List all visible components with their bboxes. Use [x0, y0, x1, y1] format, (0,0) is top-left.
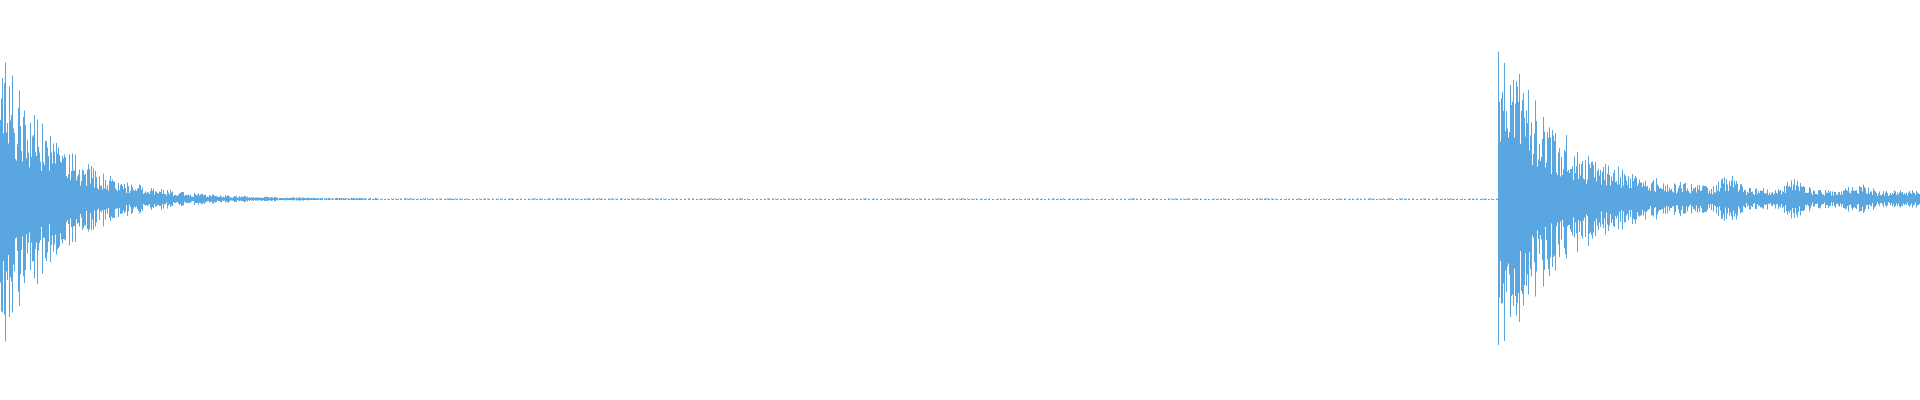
waveform-series: [0, 51, 1920, 345]
waveform-path: [0, 51, 1920, 345]
